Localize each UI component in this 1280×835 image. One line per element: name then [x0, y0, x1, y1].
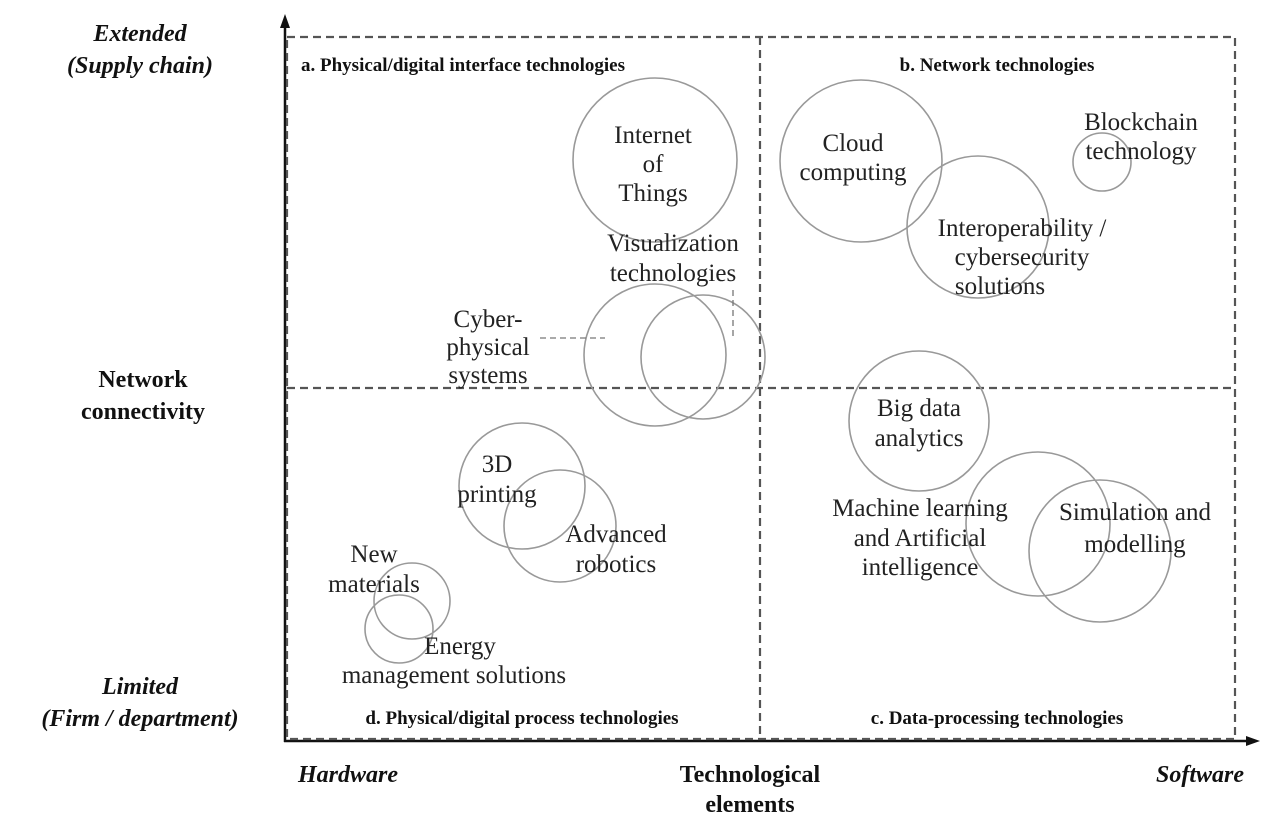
- y-mid-label-1: Network: [98, 367, 188, 393]
- cps-label-2: physical: [446, 334, 529, 361]
- cloud-label-2: computing: [800, 159, 907, 186]
- y-top-label-1: Extended: [92, 21, 187, 47]
- simulation-label-2: modelling: [1084, 531, 1186, 558]
- blockchain-circle: [1072, 132, 1132, 192]
- visualization-label-2: technologies: [610, 260, 736, 287]
- cloud-label-1: Cloud: [822, 130, 884, 157]
- x-left-label: Hardware: [297, 762, 398, 788]
- energy-label-2: management solutions: [342, 662, 566, 689]
- visualization-circle: [640, 294, 766, 420]
- robotics-label-1: Advanced: [565, 521, 667, 548]
- robotics-label-2: robotics: [576, 551, 657, 578]
- bigdata-circle: [848, 350, 990, 492]
- x-axis-arrow: [1246, 736, 1260, 746]
- x-right-label: Software: [1156, 762, 1244, 788]
- ml-label-3: intelligence: [862, 554, 979, 581]
- y-bottom-label-1: Limited: [101, 674, 179, 700]
- y-mid-label-2: connectivity: [81, 399, 205, 425]
- cps-label-3: systems: [448, 362, 527, 389]
- x-mid-label-1: Technological: [680, 762, 821, 788]
- materials-label-1: New: [350, 541, 397, 568]
- ml-label-2: and Artificial: [854, 525, 987, 552]
- materials-label-2: materials: [328, 571, 420, 598]
- interop-label-2: cybersecurity: [955, 244, 1090, 271]
- printing-label-2: printing: [457, 481, 537, 508]
- blockchain-label-2: technology: [1085, 138, 1197, 165]
- quadrant-a-title: a. Physical/digital interface technologi…: [301, 55, 625, 76]
- energy-circle: [364, 594, 434, 664]
- visualization-label-1: Visualization: [607, 230, 739, 257]
- iot-label-1: Internet: [614, 122, 692, 149]
- iot-label-2: of: [643, 151, 665, 178]
- cps-circle: [583, 283, 727, 427]
- robotics-circle: [503, 469, 617, 583]
- iot-label-3: Things: [618, 180, 687, 207]
- printing-label-1: 3D: [482, 451, 513, 478]
- quadrant-d-title: d. Physical/digital process technologies: [365, 708, 678, 729]
- quadrant-c-title: c. Data-processing technologies: [871, 708, 1123, 729]
- quadrant-b-title: b. Network technologies: [900, 55, 1095, 76]
- y-top-label-2: (Supply chain): [67, 53, 213, 79]
- cloud-circle: [779, 79, 943, 243]
- simulation-label-1: Simulation and: [1059, 499, 1212, 526]
- y-axis-arrow: [280, 14, 290, 28]
- iot-circle: [572, 77, 738, 243]
- bigdata-label-2: analytics: [875, 425, 964, 452]
- interop-label-1: Interoperability /: [938, 215, 1107, 242]
- energy-label-1: Energy: [424, 633, 496, 660]
- cps-label-1: Cyber-: [454, 306, 523, 333]
- printing-circle: [458, 422, 586, 550]
- materials-circle: [373, 562, 451, 640]
- ml-circle: [965, 451, 1111, 597]
- ml-label-1: Machine learning: [832, 495, 1008, 522]
- y-bottom-label-2: (Firm / department): [41, 706, 238, 732]
- interop-circle: [906, 155, 1050, 299]
- x-mid-label-2: elements: [705, 792, 794, 818]
- simulation-circle: [1028, 479, 1172, 623]
- blockchain-label-1: Blockchain: [1084, 109, 1198, 136]
- bigdata-label-1: Big data: [877, 395, 961, 422]
- interop-label-3: solutions: [955, 273, 1045, 300]
